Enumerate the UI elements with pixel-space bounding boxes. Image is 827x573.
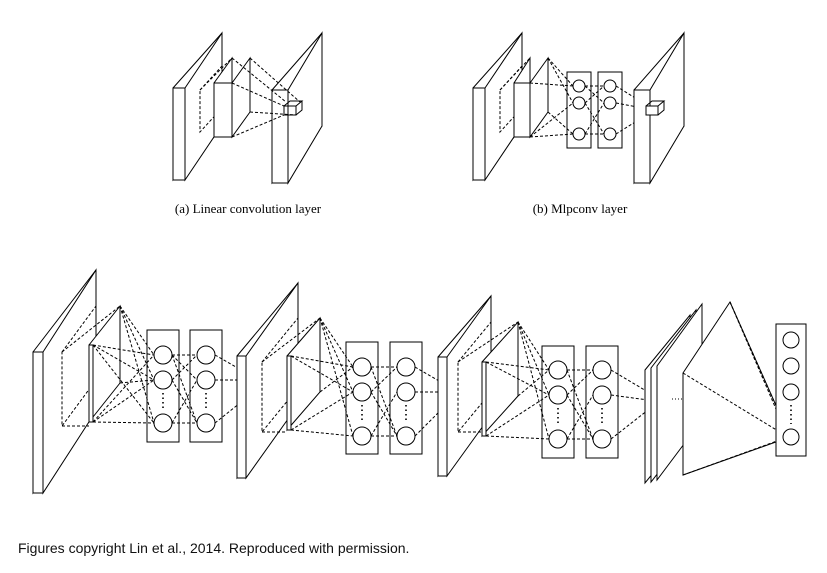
mlp-hidden-layer-2 — [597, 71, 623, 149]
output-unit — [645, 100, 666, 116]
input-image-slab — [32, 268, 97, 495]
output-feature-map — [271, 31, 323, 185]
mlp-layer-1 — [345, 341, 379, 455]
mlp-layer-2 — [389, 341, 423, 455]
caption-a: (a) Linear convolution layer — [175, 201, 322, 216]
caption-b: (b) Mlpconv layer — [533, 201, 628, 216]
mlp-layer-1 — [146, 329, 180, 443]
final-feature-maps — [644, 302, 703, 485]
nin-block-3 — [437, 294, 649, 478]
ellipsis-dots — [557, 408, 603, 426]
connections — [485, 321, 649, 440]
connections — [290, 317, 447, 437]
nin-block-1 — [32, 268, 251, 495]
convolution-filter — [213, 56, 251, 139]
feature-map-slab — [481, 320, 519, 438]
diagram-linear-convolution — [172, 31, 323, 185]
mlp-connections — [529, 57, 649, 138]
mlp-hidden-layer-1 — [566, 71, 592, 149]
mlp-layer-2 — [585, 345, 619, 459]
receptive-field-patch — [499, 57, 531, 134]
mlp-input-slab — [513, 56, 549, 139]
nin-block-2 — [236, 281, 447, 480]
ellipsis-dots — [361, 405, 407, 423]
input-feature-map — [172, 31, 223, 182]
feature-map-slab-large — [236, 281, 299, 480]
output-vector — [775, 323, 807, 457]
output-feature-map — [633, 31, 685, 185]
mlp-layer-2 — [189, 329, 223, 443]
receptive-field-patch — [199, 57, 233, 134]
ellipsis-dots — [162, 393, 207, 410]
mlp-layer-1 — [541, 345, 575, 459]
input-feature-map — [472, 31, 523, 182]
diagram-mlpconv — [472, 31, 685, 185]
diagram-network-in-network — [32, 268, 807, 495]
filter-connections — [231, 57, 301, 138]
figure-credit: Figures copyright Lin et al., 2014. Repr… — [18, 540, 410, 556]
